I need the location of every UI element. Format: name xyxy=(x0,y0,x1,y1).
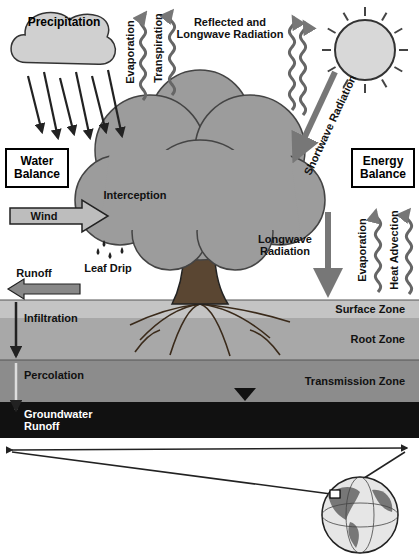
sun xyxy=(328,67,336,72)
sun xyxy=(322,7,408,93)
globe xyxy=(346,477,374,553)
rain-arrows xyxy=(28,70,122,138)
process-label: Reflected and Longwave Radiation xyxy=(174,16,286,40)
rain-arrows xyxy=(76,72,90,138)
process-label: Wind xyxy=(31,210,58,222)
rain-arrows xyxy=(44,72,58,138)
leaf-drops xyxy=(97,240,124,259)
scale-arrow xyxy=(12,452,331,494)
sun xyxy=(364,7,366,16)
process-label: Surface Zone xyxy=(335,303,405,315)
wave-arrows xyxy=(375,211,380,292)
wave-arrows xyxy=(289,17,294,110)
tree-roots xyxy=(250,330,280,355)
process-label: Heat Advection xyxy=(388,210,400,290)
runoff-arrow xyxy=(8,279,80,299)
rain-arrows xyxy=(108,70,122,136)
ground xyxy=(0,300,419,438)
ground xyxy=(0,360,419,402)
sun xyxy=(335,20,395,80)
ground xyxy=(0,360,419,361)
radiation-arrows xyxy=(295,72,335,292)
process-label: Transpiration xyxy=(152,13,164,83)
process-label: Longwave Radiation xyxy=(252,233,318,257)
process-label: Infiltration xyxy=(24,312,78,324)
radiation-arrows xyxy=(325,212,331,292)
globe xyxy=(330,490,340,498)
sun xyxy=(322,49,331,51)
leaf-drops xyxy=(109,252,112,259)
tree-canopy xyxy=(100,150,300,230)
sun xyxy=(399,49,408,51)
ground xyxy=(0,402,419,438)
process-label: Runoff xyxy=(16,267,51,279)
tree-canopy xyxy=(75,70,325,270)
wave-arrows xyxy=(406,210,411,294)
process-label: Root Zone xyxy=(351,333,405,345)
node-text: Water Balance xyxy=(11,155,63,181)
globe xyxy=(348,522,358,548)
rain-arrows xyxy=(28,76,42,132)
node-text: Precipitation xyxy=(10,16,118,29)
process-label: Percolation xyxy=(24,369,84,381)
leaf-drops xyxy=(121,247,124,254)
process-label: Leaf Drip xyxy=(84,262,132,274)
balance-box: Water Balance xyxy=(5,148,69,188)
globe xyxy=(328,487,360,520)
rain-arrows xyxy=(92,76,106,132)
wind-arrow xyxy=(10,200,108,232)
globe xyxy=(322,477,398,553)
process-label: Evaporation xyxy=(124,20,136,84)
sun xyxy=(394,67,402,72)
wave-arrows xyxy=(140,13,145,100)
sun xyxy=(364,84,366,93)
tree-roots xyxy=(130,304,200,325)
tree-roots xyxy=(200,304,290,322)
node-text: Energy Balance xyxy=(357,155,409,181)
leaf-drops xyxy=(97,248,100,255)
tree-roots xyxy=(200,304,230,356)
sun xyxy=(328,29,336,34)
globe xyxy=(322,477,398,553)
process-label: Evaporation xyxy=(356,218,368,282)
process-label: Interception xyxy=(104,189,167,201)
sun xyxy=(344,13,349,21)
balance-box: Energy Balance xyxy=(351,148,415,188)
cloud-shape: Precipitation xyxy=(10,8,118,72)
tree-roots xyxy=(130,304,290,356)
sun xyxy=(394,29,402,34)
scale-arrow xyxy=(12,448,407,450)
infiltration-arrows xyxy=(15,363,18,410)
leaf-drops xyxy=(103,240,106,247)
process-label: Transmission Zone xyxy=(305,375,405,387)
ground xyxy=(0,318,419,360)
sun xyxy=(382,79,387,87)
sun xyxy=(322,7,408,93)
tree-roots xyxy=(135,330,160,352)
process-label: Groundwater Runoff xyxy=(24,408,114,432)
wave-arrows xyxy=(169,11,174,95)
globe xyxy=(322,503,398,527)
infiltration-arrows xyxy=(15,302,18,410)
tree-roots xyxy=(170,304,200,355)
rain-arrows xyxy=(60,78,74,134)
runoff-arrow xyxy=(8,279,80,299)
wind-arrow xyxy=(10,200,108,232)
infiltration-arrows xyxy=(15,302,18,356)
sun xyxy=(382,13,387,21)
globe xyxy=(372,490,392,512)
wave-arrows xyxy=(300,22,305,115)
ground xyxy=(234,388,256,401)
